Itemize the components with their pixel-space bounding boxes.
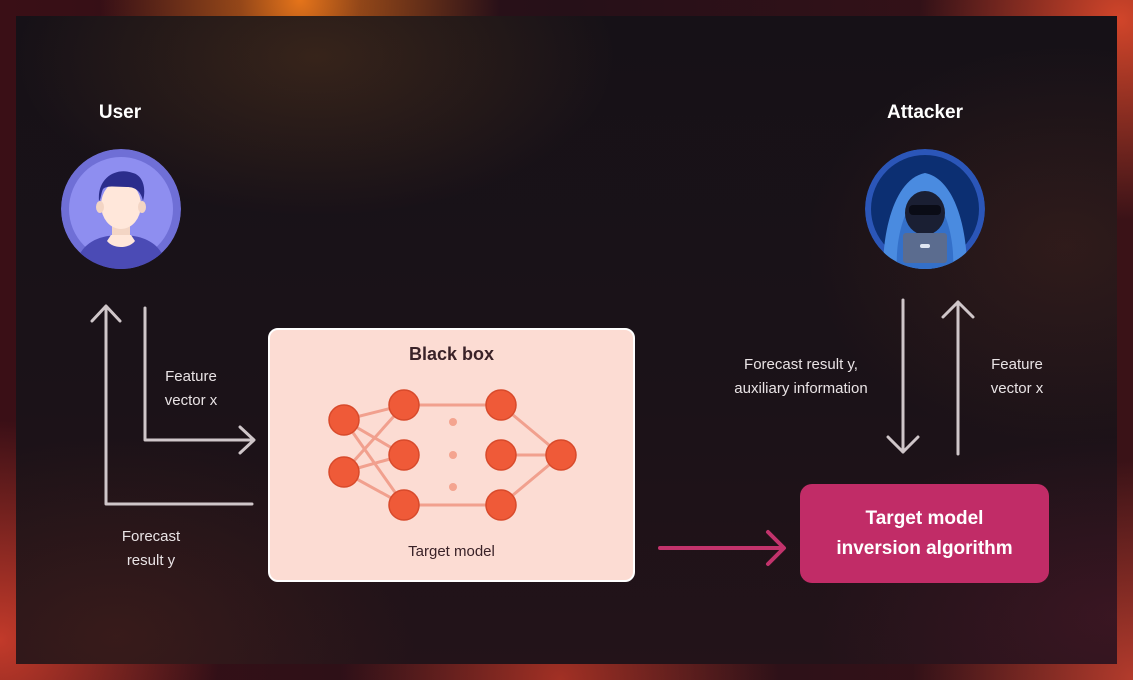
forecast-result-arrow — [90, 304, 254, 506]
black-box-title: Black box — [408, 344, 495, 364]
feature-vector-up-arrow — [941, 300, 975, 456]
attacker-heading: Attacker — [886, 102, 964, 123]
user-heading: User — [98, 102, 142, 123]
user-avatar-icon — [61, 149, 181, 269]
inversion-algorithm-label: Target model inversion algorithm — [836, 507, 1013, 559]
user-forecast-result-label: Forecast result y — [121, 528, 181, 569]
neural-network-icon — [328, 389, 577, 521]
inversion-algorithm-box: Target model inversion algorithm — [800, 484, 1049, 583]
black-box: Black box — [268, 328, 635, 582]
attacker-feature-vector-label: Feature vector x — [990, 356, 1044, 397]
attacker-forecast-result-label: Forecast result y, auxiliary information — [734, 356, 868, 397]
feature-vector-arrow — [143, 306, 256, 455]
user-feature-vector-label: Feature vector x — [164, 368, 218, 409]
inversion-arrow — [658, 530, 786, 566]
hooded-hacker-icon — [865, 149, 985, 269]
target-model-caption: Target model — [408, 543, 495, 560]
forecast-result-down-arrow — [886, 298, 920, 454]
